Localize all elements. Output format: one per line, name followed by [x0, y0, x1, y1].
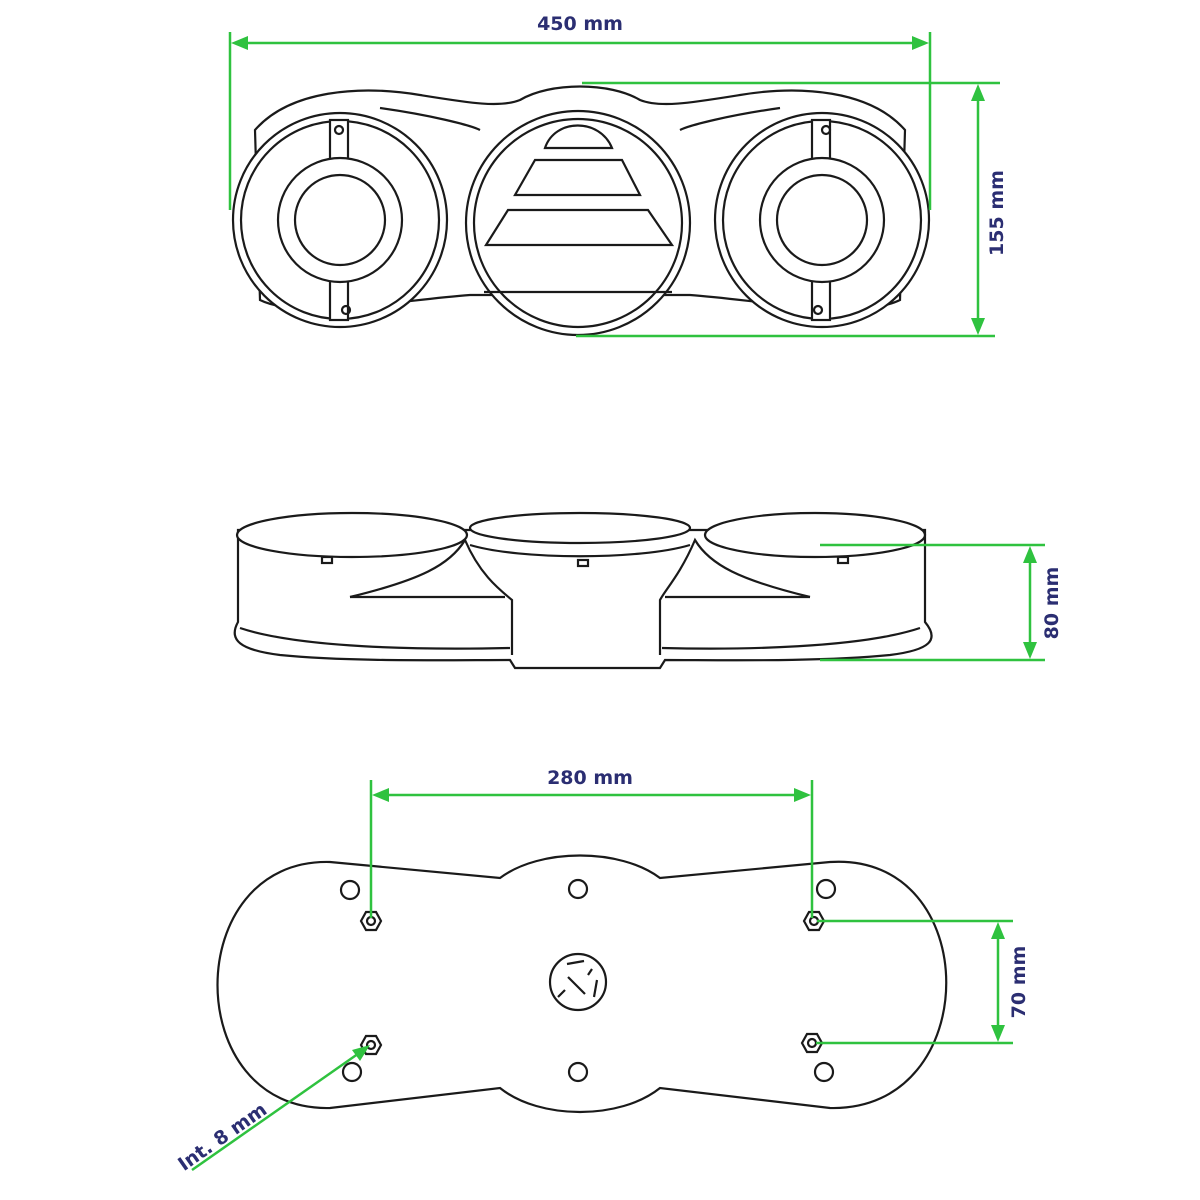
height-label: 155 mm — [986, 170, 1008, 256]
dimension-width: 450 mm — [228, 13, 932, 210]
front-view — [231, 85, 931, 337]
arrow-head — [1023, 546, 1037, 563]
arrow-head — [372, 788, 389, 802]
thread-label: Int. 8 mm — [174, 1099, 271, 1176]
arrow-head — [971, 318, 985, 335]
side-base-line — [239, 626, 511, 650]
center-lamp-segment — [484, 208, 675, 247]
depth-label: 80 mm — [1041, 567, 1063, 640]
side-base-line — [661, 626, 921, 650]
right-screw-bottom — [812, 304, 824, 316]
right-cylinder-top — [703, 511, 927, 559]
body-contour-line — [679, 106, 781, 131]
center-lamp-segment — [513, 158, 642, 197]
center-lamp-rim — [472, 117, 684, 329]
side-tab — [576, 558, 590, 568]
cable-gland-icon — [548, 952, 608, 1012]
body-contour-line — [379, 106, 481, 131]
nut-icon — [359, 1034, 383, 1056]
bottom-view — [216, 854, 948, 1114]
center-lamp-segment — [543, 124, 614, 150]
bolt-spacing-horizontal-label: 280 mm — [547, 767, 633, 789]
dimension-bolt-vertical: 70 mm — [816, 919, 1030, 1045]
arrow-head — [794, 788, 811, 802]
left-cylinder-top — [235, 511, 469, 559]
left-screw-bottom — [340, 304, 352, 316]
mounting-hole — [567, 1061, 589, 1083]
left-lamp-hole — [293, 173, 387, 267]
side-contour — [658, 537, 811, 655]
side-body-outline — [233, 528, 933, 670]
side-view — [233, 511, 933, 670]
right-screw-top — [820, 124, 832, 136]
left-screw-top — [333, 124, 345, 136]
arrow-head — [991, 1025, 1005, 1042]
arrow-head — [971, 84, 985, 101]
side-tab — [836, 555, 850, 565]
arrow-head — [912, 36, 929, 50]
mounting-hole — [815, 878, 837, 900]
arrow-head — [991, 922, 1005, 939]
arrow-head — [352, 1045, 370, 1061]
dimension-bolt-horizontal: 280 mm — [369, 767, 814, 918]
bolt-spacing-vertical-label: 70 mm — [1008, 946, 1030, 1019]
base-plate-outline — [216, 854, 948, 1114]
center-cylinder-top — [468, 511, 692, 545]
right-lamp-hole — [775, 173, 869, 267]
mounting-hole — [339, 879, 361, 901]
side-tab — [320, 555, 334, 565]
mounting-hole — [567, 878, 589, 900]
dimension-depth: 80 mm — [820, 543, 1063, 662]
arrow-head — [231, 36, 248, 50]
mounting-hole — [341, 1061, 363, 1083]
center-cylinder-band — [469, 543, 691, 558]
arrow-head — [1023, 642, 1037, 659]
dimension-height: 155 mm — [576, 81, 1008, 338]
width-label: 450 mm — [537, 13, 623, 35]
mounting-hole — [813, 1061, 835, 1083]
